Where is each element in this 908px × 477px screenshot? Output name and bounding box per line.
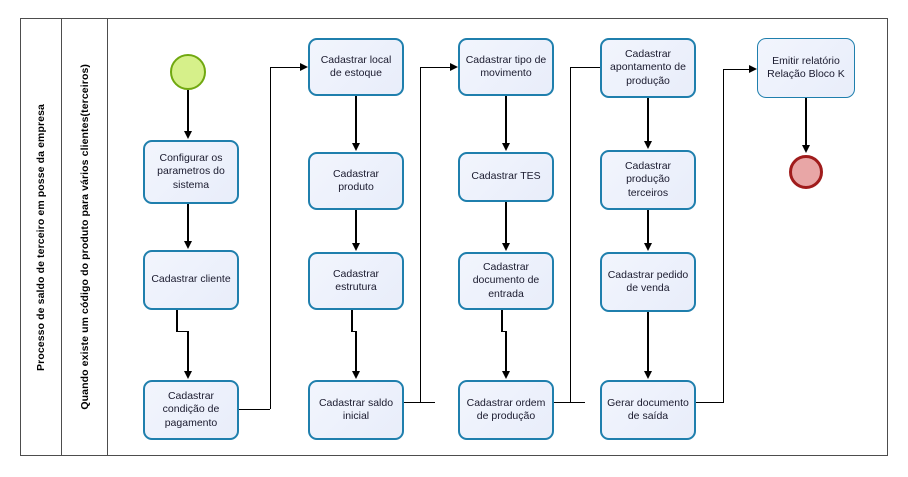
arrowhead-cliente-to-condicao (183, 371, 192, 379)
arrowhead-c2-to-c3 (450, 63, 458, 71)
arrowhead-local-to-produto (351, 143, 360, 151)
connector-estrutura-to-saldo-lower (355, 331, 357, 372)
task-cadastrar-tes[interactable]: Cadastrar TES (458, 152, 554, 202)
arrowhead-pedido-to-gerar (643, 371, 652, 379)
task-label: Cadastrar cliente (151, 273, 231, 286)
arrowhead-tes-to-documento (501, 243, 510, 251)
connector-cliente-to-condicao-jog (176, 331, 189, 333)
task-cadastrar-produto[interactable]: Cadastrar produto (308, 152, 404, 210)
connector-configurar-to-cliente (187, 204, 189, 242)
connector-c1-to-c2-in (269, 67, 303, 69)
end-event[interactable] (789, 155, 823, 189)
task-label: Cadastrar documento de entrada (472, 261, 540, 300)
connector-documento-to-ordem-lower (505, 331, 507, 372)
task-cadastrar-documento-entrada[interactable]: Cadastrar documento de entrada (458, 252, 554, 310)
arrowhead-producao-to-pedido (643, 243, 652, 251)
task-label: Gerar documento de saída (607, 396, 689, 422)
task-label: Cadastrar TES (471, 170, 541, 183)
task-cadastrar-pedido-venda[interactable]: Cadastrar pedido de venda (600, 252, 696, 312)
task-label: Emitir relatório Relação Bloco K (767, 54, 845, 80)
connector-tipo-to-tes (505, 96, 507, 144)
connector-tes-to-documento (505, 202, 507, 244)
task-label: Cadastrar tipo de movimento (465, 53, 547, 79)
arrowhead-c1-to-c2 (300, 63, 308, 71)
task-configurar-parametros[interactable]: Configurar os parametros do sistema (143, 140, 239, 204)
task-label: Cadastrar estrutura (332, 267, 380, 293)
lane-title-band: Quando existe um código do produto para … (62, 18, 108, 456)
arrowhead-relatorio-to-end (801, 145, 810, 153)
connector-estrutura-to-saldo-upper (351, 310, 353, 332)
connector-produto-to-estrutura (355, 210, 357, 244)
connector-c4-to-c5-riser (722, 69, 724, 402)
task-cadastrar-saldo-inicial[interactable]: Cadastrar saldo inicial (308, 380, 404, 440)
task-label: Cadastrar local de estoque (320, 53, 392, 79)
connector-start-to-configurar (187, 90, 189, 132)
connector-c1-to-c2-riser (269, 67, 271, 409)
connector-local-to-produto (355, 96, 357, 144)
task-cadastrar-ordem-producao[interactable]: Cadastrar ordem de produção (458, 380, 554, 440)
connector-c3-to-c4-out (554, 402, 585, 404)
arrowhead-apontamento-to-producao (643, 141, 652, 149)
connector-relatorio-to-end (805, 98, 807, 146)
task-cadastrar-producao-terceiros[interactable]: Cadastrar produção terceiros (600, 150, 696, 210)
connector-documento-to-ordem-upper (501, 310, 503, 332)
task-label: Cadastrar apontamento de produção (610, 48, 686, 87)
task-label: Cadastrar pedido de venda (607, 268, 689, 294)
connector-apontamento-to-producao (647, 98, 649, 142)
task-cadastrar-cliente[interactable]: Cadastrar cliente (143, 250, 239, 310)
connector-c3-to-c4-in (569, 67, 603, 69)
task-label: Cadastrar produto (332, 167, 380, 193)
connector-cliente-to-condicao-upper (176, 310, 178, 332)
task-label: Cadastrar ordem de produção (466, 396, 546, 422)
arrowhead-c4-to-c5 (749, 65, 757, 73)
connector-c2-to-c3-in (419, 67, 453, 69)
start-event[interactable] (170, 54, 206, 90)
task-label: Cadastrar condição de pagamento (162, 390, 220, 429)
arrowhead-tipo-to-tes (501, 143, 510, 151)
arrowhead-configurar-to-cliente (183, 241, 192, 249)
pool-title-band: Processo de saldo de terceiro em posse d… (20, 18, 62, 456)
connector-documento-to-ordem-jog (501, 331, 507, 333)
connector-cliente-to-condicao-lower (187, 331, 189, 372)
connector-producao-to-pedido (647, 210, 649, 244)
pool-title-label: Processo de saldo de terceiro em posse d… (34, 103, 47, 371)
connector-c3-to-c4-riser (569, 67, 571, 402)
lane-title-label: Quando existe um código do produto para … (78, 64, 91, 410)
task-label: Cadastrar saldo inicial (318, 396, 394, 422)
arrowhead-start-to-configurar (183, 131, 192, 139)
task-label: Configurar os parametros do sistema (157, 152, 225, 191)
task-cadastrar-condicao-pagamento[interactable]: Cadastrar condição de pagamento (143, 380, 239, 440)
task-gerar-documento-saida[interactable]: Gerar documento de saída (600, 380, 696, 440)
task-cadastrar-estrutura[interactable]: Cadastrar estrutura (308, 252, 404, 310)
connector-estrutura-to-saldo-jog (351, 331, 357, 333)
arrowhead-estrutura-to-saldo (351, 371, 360, 379)
connector-c1-to-c2-out (239, 409, 270, 411)
task-emitir-relatorio-bloco-k[interactable]: Emitir relatório Relação Bloco K (757, 38, 855, 98)
task-cadastrar-apontamento-producao[interactable]: Cadastrar apontamento de produção (600, 38, 696, 98)
connector-c4-to-c5-out (696, 402, 724, 404)
arrowhead-documento-to-ordem (501, 371, 510, 379)
arrowhead-produto-to-estrutura (351, 243, 360, 251)
task-cadastrar-tipo-movimento[interactable]: Cadastrar tipo de movimento (458, 38, 554, 96)
connector-c4-to-c5-in (722, 69, 752, 71)
connector-c2-to-c3-riser (419, 67, 421, 402)
task-label: Cadastrar produção terceiros (624, 160, 672, 199)
task-cadastrar-local-estoque[interactable]: Cadastrar local de estoque (308, 38, 404, 96)
connector-c2-to-c3-out (404, 402, 435, 404)
connector-pedido-to-gerar (647, 312, 649, 372)
